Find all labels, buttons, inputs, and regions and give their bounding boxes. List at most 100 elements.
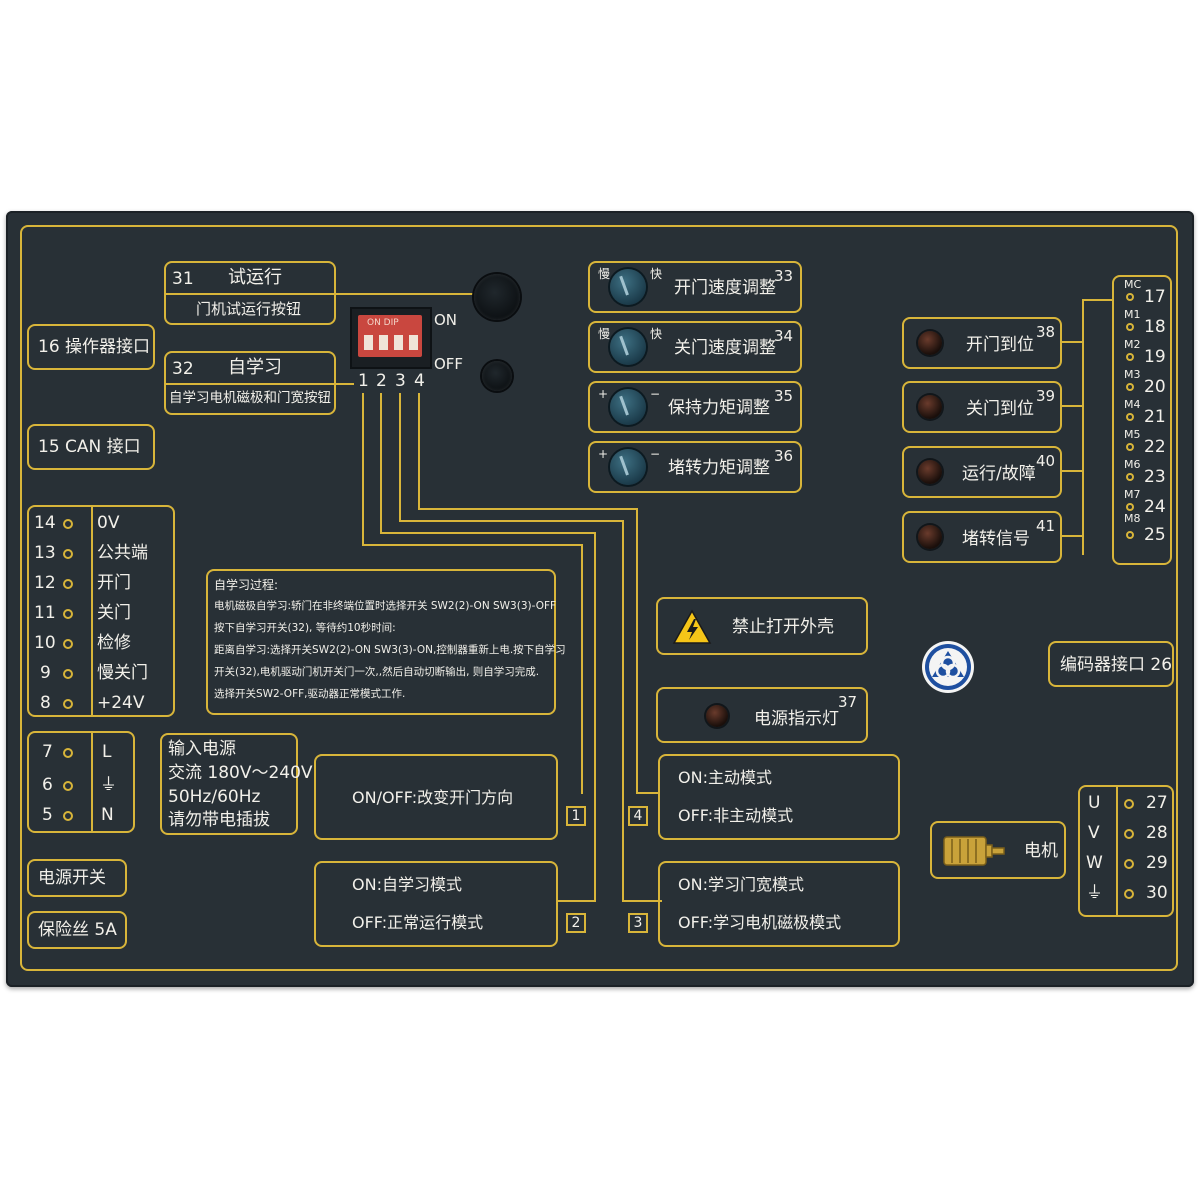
- relay-num: 24: [1144, 497, 1166, 517]
- test-run-button[interactable]: [474, 274, 520, 320]
- indicator-label: 开门到位: [966, 335, 1034, 355]
- knob-label: 开门速度调整: [674, 278, 776, 298]
- ground-icon: ⏚: [100, 775, 117, 795]
- relay-tag: M3: [1124, 368, 1141, 381]
- dip-switch[interactable]: ON DIP: [350, 307, 432, 369]
- dip-lever-3[interactable]: [394, 335, 403, 350]
- motor-terminal-letter: W: [1086, 853, 1103, 873]
- switch-2-num: 2: [566, 913, 586, 933]
- led-icon: [918, 331, 942, 355]
- can-port[interactable]: 15 CAN 接口: [27, 424, 155, 470]
- terminal-screw[interactable]: [1126, 383, 1134, 391]
- terminal-screw[interactable]: [1124, 829, 1134, 839]
- terminal-screw[interactable]: [63, 579, 73, 589]
- test-run-num: 31: [172, 269, 194, 289]
- relay-num: 25: [1144, 525, 1166, 545]
- close-speed-knob[interactable]: [610, 329, 646, 365]
- switch-desc: ON:自学习模式: [352, 875, 462, 894]
- dip-brand: ON DIP: [367, 318, 399, 328]
- note-line: 距离自学习:选择开关SW2(2)-ON SW3(3)-ON,控制器重新上电.按下…: [214, 644, 566, 656]
- dip-number: 3: [395, 371, 406, 391]
- terminal-screw[interactable]: [1124, 799, 1134, 809]
- terminal-screw[interactable]: [1126, 353, 1134, 361]
- terminal-screw[interactable]: [1124, 889, 1134, 899]
- switch-3-desc: ON:学习门宽模式 OFF:学习电机磁极模式: [658, 861, 900, 947]
- stall-torque-knob[interactable]: [610, 449, 646, 485]
- indicator-label: 堵转信号: [962, 529, 1030, 549]
- terminal-screw[interactable]: [63, 781, 73, 791]
- relay-num: 21: [1144, 407, 1166, 427]
- relay-tag: M4: [1124, 398, 1141, 411]
- power-switch[interactable]: 电源开关: [27, 859, 127, 897]
- knob-num: 34: [774, 327, 794, 345]
- encoder-port[interactable]: 编码器接口 26: [1048, 641, 1174, 687]
- terminal-screw[interactable]: [63, 811, 73, 821]
- test-run-desc: 门机试运行按钮: [196, 300, 302, 318]
- motor-terminal-num: 29: [1146, 853, 1168, 873]
- knob-label: 关门速度调整: [674, 338, 776, 358]
- operator-port[interactable]: 16 操作器接口: [27, 324, 155, 370]
- terminal-screw[interactable]: [63, 669, 73, 679]
- relay-num: 22: [1144, 437, 1166, 457]
- terminal-screw[interactable]: [63, 609, 73, 619]
- relay-terminal-block: [1112, 275, 1172, 565]
- input-power-line: 请勿带电插拔: [168, 810, 270, 830]
- knob-mark: 慢: [598, 267, 611, 281]
- knob-mark: −: [650, 447, 661, 461]
- led-icon: [918, 460, 942, 484]
- terminal-num: 7: [42, 742, 53, 762]
- input-power-info: 输入电源 交流 180V～240V 50Hz/60Hz 请勿带电插拔: [160, 733, 313, 835]
- terminal-screw[interactable]: [1126, 503, 1134, 511]
- terminal-label: 检修: [97, 633, 131, 653]
- self-learn-label-box: 32 自学习 自学习电机磁极和门宽按钮: [164, 351, 336, 415]
- close-speed-adjust: 慢 快 关门速度调整 34: [588, 321, 802, 373]
- switch-desc: ON:学习门宽模式: [678, 875, 804, 894]
- terminal-screw[interactable]: [1126, 473, 1134, 481]
- switch-1-desc: ON/OFF:改变开门方向: [314, 754, 558, 840]
- dip-lever-2[interactable]: [379, 335, 388, 350]
- terminal-screw[interactable]: [63, 519, 73, 529]
- terminal-screw[interactable]: [1126, 413, 1134, 421]
- terminal-screw[interactable]: [63, 748, 73, 758]
- indicator-stall: 堵转信号 41: [902, 511, 1062, 563]
- terminal-screw[interactable]: [1124, 859, 1134, 869]
- self-learn-button[interactable]: [482, 361, 512, 391]
- switch-2-desc: ON:自学习模式 OFF:正常运行模式: [314, 861, 558, 947]
- terminal-screw[interactable]: [1126, 531, 1134, 539]
- stall-torque-adjust: + − 堵转力矩调整 36: [588, 441, 802, 493]
- terminal-screw[interactable]: [63, 549, 73, 559]
- switch-3-num: 3: [628, 913, 648, 933]
- terminal-label: 公共端: [97, 543, 148, 563]
- knob-mark: 慢: [598, 327, 611, 341]
- knob-mark: +: [598, 447, 609, 461]
- dip-off-label: OFF: [434, 355, 464, 373]
- terminal-screw[interactable]: [1126, 293, 1134, 301]
- motor-label: 电机: [1024, 841, 1058, 861]
- holding-torque-knob[interactable]: [610, 389, 646, 425]
- terminal-screw[interactable]: [1126, 323, 1134, 331]
- encoder-label: 编码器接口 26: [1060, 655, 1173, 675]
- open-speed-knob[interactable]: [610, 269, 646, 305]
- knob-num: 33: [774, 267, 794, 285]
- switch-4-num: 4: [628, 806, 648, 826]
- dip-number: 4: [414, 371, 425, 391]
- terminal-num: 8: [40, 693, 51, 713]
- terminal-screw[interactable]: [63, 699, 73, 709]
- power-terminal-block: [27, 731, 135, 833]
- terminal-label: 0V: [97, 513, 120, 533]
- power-indicator: 电源指示灯 37: [656, 687, 868, 743]
- terminal-screw[interactable]: [1126, 443, 1134, 451]
- indicator-num: 41: [1036, 517, 1056, 535]
- terminal-num: 10: [34, 633, 56, 653]
- note-line: 按下自学习开关(32), 等待约10秒时间:: [214, 622, 396, 634]
- controller-panel: 16 操作器接口 15 CAN 接口 14 0V 13 公共端 12 开门 11…: [6, 211, 1194, 987]
- knob-mark: 快: [650, 267, 663, 281]
- dip-lever-4[interactable]: [409, 335, 418, 350]
- test-run-title: 试运行: [228, 267, 282, 288]
- dip-on-label: ON: [434, 311, 458, 329]
- dip-lever-1[interactable]: [364, 335, 373, 350]
- switch-desc: ON/OFF:改变开门方向: [352, 788, 514, 807]
- knob-label: 保持力矩调整: [668, 398, 770, 418]
- terminal-screw[interactable]: [63, 639, 73, 649]
- operator-port-label: 16 操作器接口: [38, 337, 151, 357]
